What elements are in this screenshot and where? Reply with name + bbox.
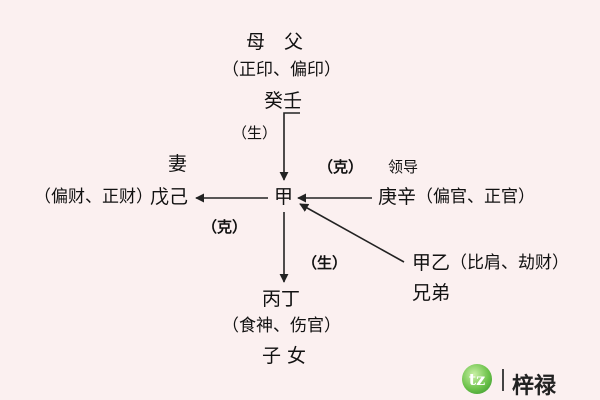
relation-ke-right: （克）	[318, 158, 364, 176]
logo-name: 梓禄	[512, 374, 557, 399]
parents-role: （正印、偏印）	[222, 60, 341, 80]
logo-divider	[502, 369, 504, 391]
relation-ke-left: （克）	[202, 218, 248, 236]
parents-title: 母 父	[246, 31, 304, 53]
leader-title: 领导	[388, 158, 419, 176]
arrow-parents-to-jia	[279, 112, 300, 181]
brand-logo: tz 梓禄	[462, 364, 594, 399]
relation-sheng-bottom: （生）	[302, 254, 348, 272]
sibling-title: 兄弟	[412, 282, 451, 304]
sibling-role: （比肩、劫财）	[450, 253, 569, 273]
leader-role: （偏官、正官）	[416, 187, 535, 207]
arrow-sibling-to-jia	[299, 203, 405, 263]
wife-title: 妻	[168, 153, 188, 175]
children-title: 子 女	[262, 345, 307, 367]
parents-stems: 癸壬	[264, 90, 303, 112]
logo-mark-icon: tz	[462, 364, 492, 394]
children-role: （食神、伤官）	[222, 316, 341, 336]
sibling-stems: 甲乙	[412, 252, 451, 274]
wife-role: （偏财、正财）	[34, 187, 153, 207]
center-jia: 甲	[274, 186, 294, 208]
relation-sheng-top: （生）	[232, 124, 278, 142]
wife-stems: 戊己	[150, 186, 189, 208]
leader-stems: 庚辛	[378, 186, 417, 208]
children-stems: 丙丁	[262, 288, 301, 310]
